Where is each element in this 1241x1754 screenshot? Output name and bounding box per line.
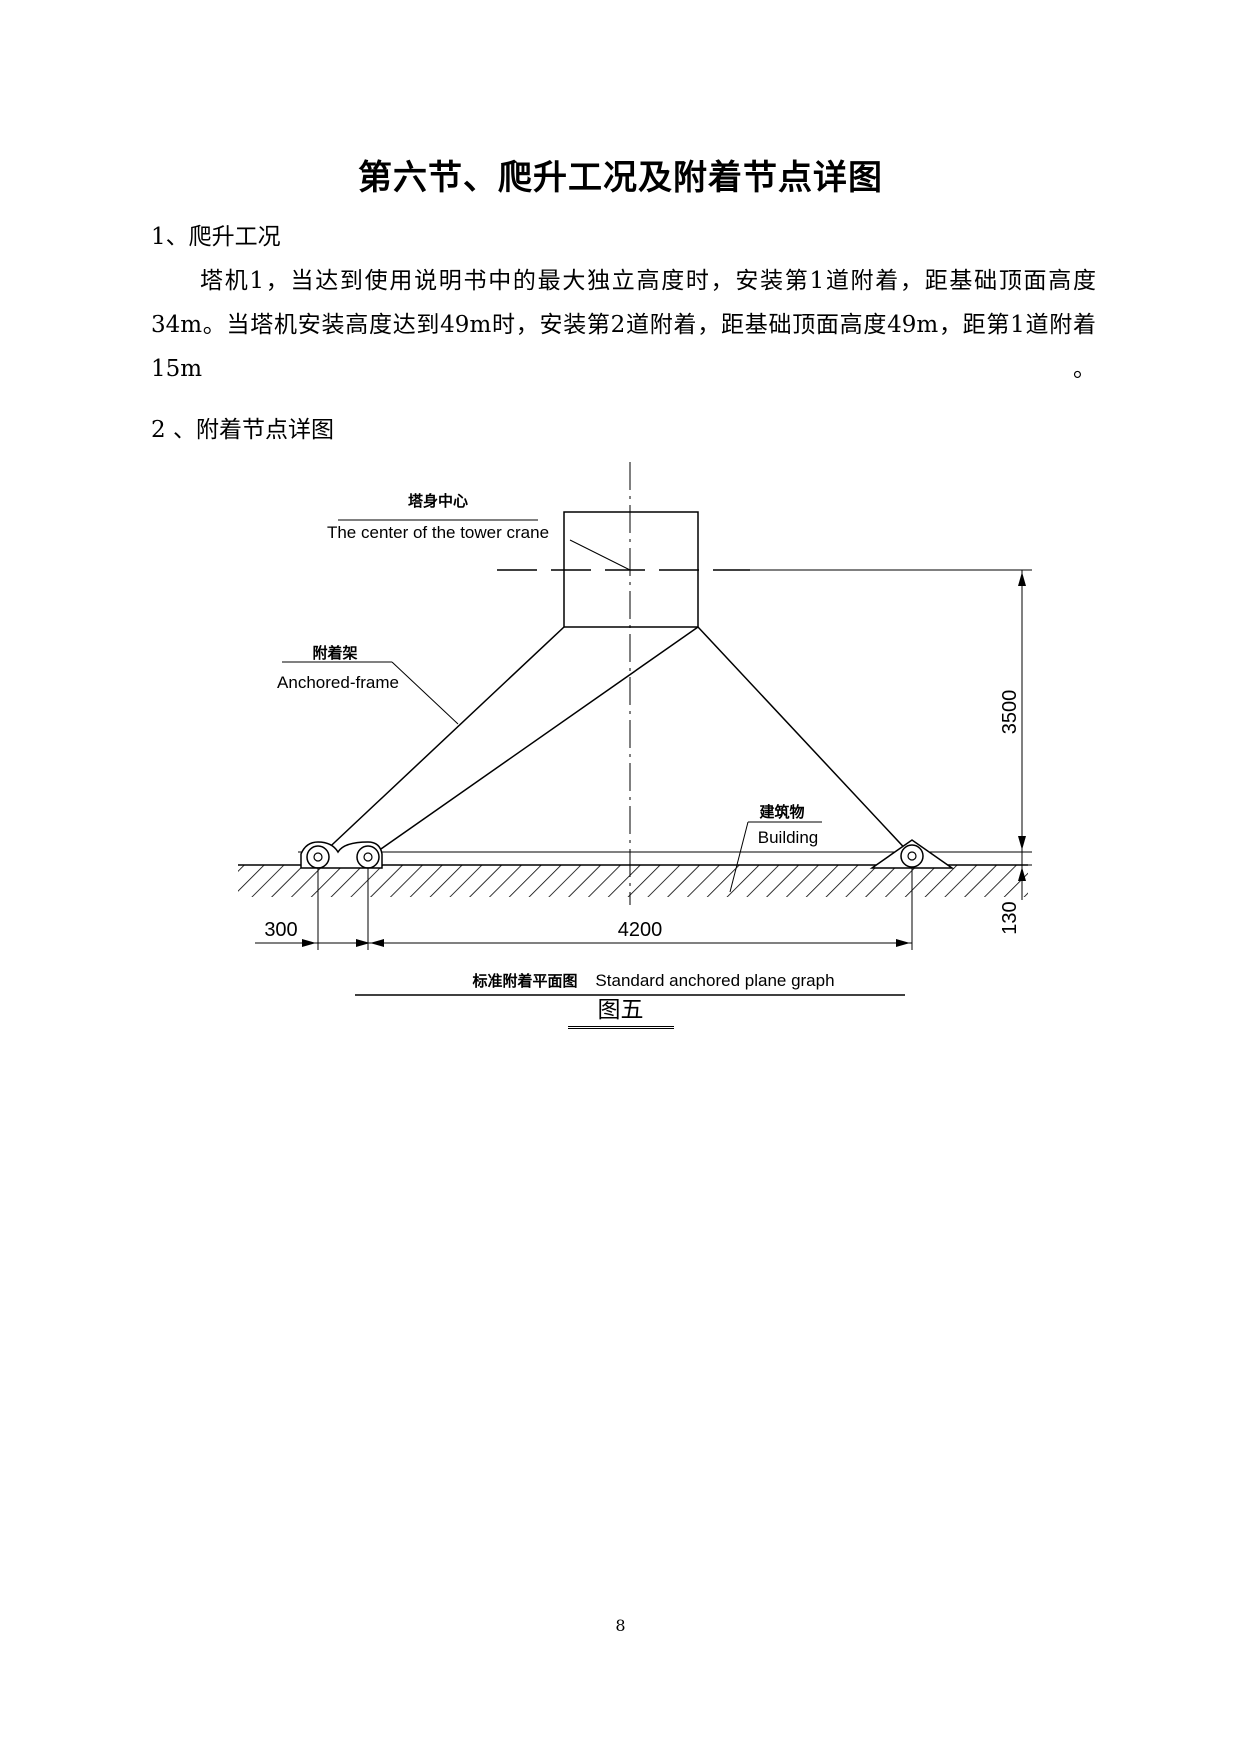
plan-title-cn: 标准附着平面图 xyxy=(471,972,577,990)
label-frame-en: Anchored-frame xyxy=(277,673,399,692)
right-pin-inner xyxy=(907,851,917,861)
label-center-en: The center of the tower crane xyxy=(327,523,549,542)
anchored-plane-diagram: 塔身中心 The center of the tower crane 附着架 A… xyxy=(238,462,1032,996)
dim-arrow-mid xyxy=(1018,836,1026,850)
climbing-paragraph-last-line: 15m。 xyxy=(151,356,1096,382)
frame-rod-left xyxy=(317,626,565,859)
building-leader xyxy=(729,821,749,893)
left-pin-inner-2 xyxy=(363,852,373,862)
section-heading-anchor-detail: 2 、附着节点详图 xyxy=(151,417,334,443)
climbing-paragraph-text: 塔机1，当达到使用说明书中的最大独立高度时，安装第1道附着，距基础顶面高度34m… xyxy=(151,268,1096,338)
page-title: 第六节、爬升工况及附着节点详图 xyxy=(358,158,883,198)
dim-vertical-main: 3500 xyxy=(999,690,1021,735)
dim-arrow-top xyxy=(1018,572,1026,586)
dim-arrow-small xyxy=(1018,867,1026,881)
label-building-cn: 建筑物 xyxy=(759,803,804,821)
frame-leader xyxy=(391,661,459,725)
label-frame-cn: 附着架 xyxy=(312,644,357,662)
label-center-cn: 塔身中心 xyxy=(408,492,468,510)
dim-horizontal-main: 4200 xyxy=(618,919,663,941)
dim-arrow-right-4200 xyxy=(896,939,910,947)
right-support-base xyxy=(869,839,955,869)
plan-title-en: Standard anchored plane graph xyxy=(595,971,834,990)
figure-caption-text: 图五 xyxy=(567,990,674,1029)
label-building-en: Building xyxy=(758,828,819,847)
climbing-paragraph: 塔机1，当达到使用说明书中的最大独立高度时，安装第1道附着，距基础顶面高度34m… xyxy=(151,259,1096,391)
right-pin-outer xyxy=(900,844,924,868)
figure-caption: 图五 xyxy=(0,990,1241,1029)
dim-horizontal-left: 300 xyxy=(264,919,297,941)
left-pin-inner-1 xyxy=(313,852,323,862)
ground-hatch xyxy=(238,865,1028,897)
dim-arrow-right-300 xyxy=(356,939,370,947)
frame-rod-diagonal xyxy=(367,626,699,859)
section-heading-climbing: 1、爬升工况 xyxy=(151,224,281,250)
dim-vertical-small: 130 xyxy=(999,901,1021,934)
page-number: 8 xyxy=(615,1616,626,1635)
dim-arrow-left-300 xyxy=(302,939,316,947)
dim-arrow-left-4200 xyxy=(370,939,384,947)
center-leader xyxy=(569,539,631,571)
frame-rod-right xyxy=(697,626,913,857)
